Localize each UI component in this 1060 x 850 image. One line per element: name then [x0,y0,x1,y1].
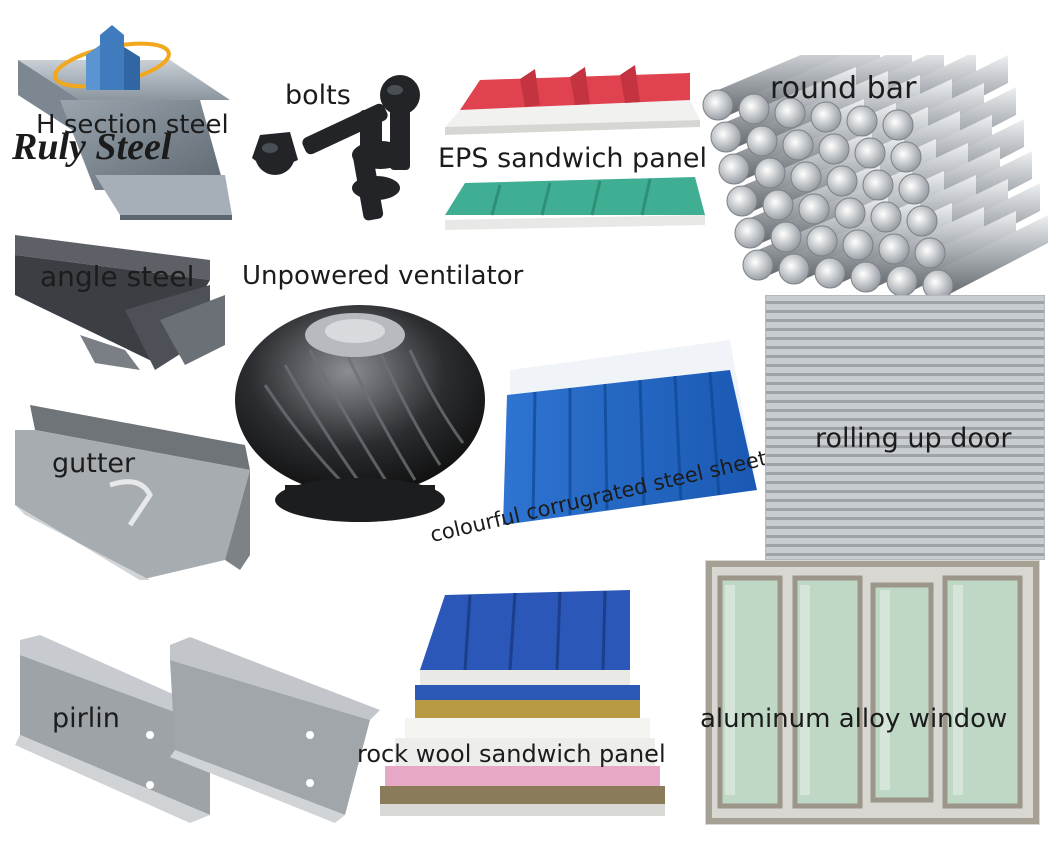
round-bar-end [878,233,910,265]
aluminum-alloy-window-image [705,560,1040,825]
round-bar-rod [938,215,1048,300]
round-bar-end [806,225,838,257]
corrugated-steel-sheet-image [503,340,757,525]
round-bar-end [726,185,758,217]
angle-steel-image [15,235,225,370]
round-bar-end [914,237,946,269]
round-bar-end [854,137,886,169]
round-bar-end [882,109,914,141]
aluminum-alloy-window-product [705,560,1040,825]
round-bar-end [798,193,830,225]
round-bar-product [700,55,1050,310]
gutter-label: gutter [52,448,136,479]
round-bar-end [774,97,806,129]
bolts-label: bolts [285,80,351,111]
round-bar-end [898,173,930,205]
round-bar-end [770,221,802,253]
round-bar-end [742,249,774,281]
logo-emblem-icon [53,25,171,90]
round-bar-end [818,133,850,165]
gutter-image [15,405,250,580]
round-bar-end [778,253,810,285]
round-bar-end [746,125,778,157]
unpowered-ventilator-product [225,295,495,530]
round-bar-end [826,165,858,197]
aluminum-alloy-window-label: aluminum alloy window [700,704,1008,734]
rock-wool-sandwich-panel-image [380,590,665,816]
round-bar-end [814,257,846,289]
round-bar-end [906,205,938,237]
round-bar-end [754,157,786,189]
h-section-steel-image [18,60,232,220]
angle-steel-label: angle steel [40,260,195,293]
company-logo [0,25,240,165]
round-bar-end [734,217,766,249]
round-bar-end [782,129,814,161]
bolts-image [252,75,420,221]
round-bar-end [710,121,742,153]
eps-sandwich-panel-label: EPS sandwich panel [438,143,707,174]
rolling-up-door-image [765,295,1045,560]
round-bar-end [762,189,794,221]
round-bar-end [850,261,882,293]
pirlin-product [10,625,385,825]
round-bar-end [890,141,922,173]
rolling-up-door-product [765,295,1045,560]
rolling-up-door-label: rolling up door [815,423,1012,454]
round-bar-end [870,201,902,233]
round-bar-end [886,265,918,297]
h-section-steel-label: H section steel [36,110,229,140]
round-bar-end [862,169,894,201]
round-bar-end [718,153,750,185]
pirlin-image [15,635,380,823]
eps-sandwich-panel-image [445,65,705,230]
brand-name: Ruly Steel [12,126,172,168]
round-bar-label: round bar [770,71,917,106]
gutter-product [10,395,255,585]
round-bar-end [810,101,842,133]
unpowered-ventilator-label: Unpowered ventilator [242,261,524,291]
round-bar-end [702,89,734,121]
round-bar-end [846,105,878,137]
corrugated-steel-sheet-product [495,340,765,540]
round-bar-end [842,229,874,261]
bolts-product [240,60,430,240]
rock-wool-sandwich-panel-product [375,590,675,820]
pirlin-label: pirlin [52,703,120,734]
angle-steel-product [10,225,240,375]
eps-sandwich-panel-product [440,65,710,240]
round-bar-end [738,93,770,125]
round-bar-image [702,55,1048,301]
round-bar-end [834,197,866,229]
unpowered-ventilator-image [235,305,485,522]
rock-wool-sandwich-panel-label: rock wool sandwich panel [357,740,666,768]
h-section-steel-product [0,40,250,230]
round-bar-end [790,161,822,193]
